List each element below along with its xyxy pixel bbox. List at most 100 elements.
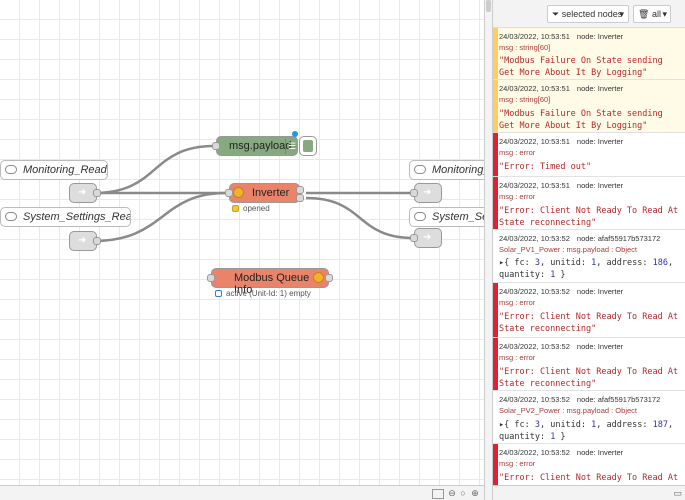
clear-dropdown[interactable]: 🗑 all▾: [633, 5, 671, 23]
node-label: msg.payload: [229, 140, 292, 152]
modbus-icon: [313, 272, 324, 283]
zoom-out-icon[interactable]: ⊖: [448, 488, 456, 498]
message-topic: msg : error: [499, 353, 536, 362]
zoom-reset-icon[interactable]: ○: [460, 488, 466, 498]
object-value-fc: 3: [534, 420, 540, 430]
debug-message[interactable]: 24/03/2022, 10:53:52 node: Inverter msg : …: [493, 338, 685, 391]
debug-toggle-button[interactable]: [299, 136, 317, 156]
message-node-link[interactable]: node: Inverter: [576, 32, 624, 41]
link-out-node-monitoring[interactable]: ➜: [410, 183, 442, 203]
popout-icon[interactable]: ▭: [673, 488, 682, 498]
comment-monitoring-read-in[interactable]: Monitoring_Read_In: [0, 160, 108, 180]
vertical-scrollbar[interactable]: [484, 0, 492, 500]
input-port[interactable]: [410, 234, 418, 242]
input-port[interactable]: [212, 142, 220, 150]
list-icon: ☰: [285, 139, 298, 154]
object-value-address: 186: [652, 258, 668, 268]
message-meta: 24/03/2022, 10:53:52 node: Inverter: [499, 342, 623, 351]
message-body: "Modbus Failure On State sending Get Mor…: [499, 109, 668, 131]
message-topic: msg : error: [499, 192, 536, 201]
output-port[interactable]: [325, 274, 333, 282]
link-in-node-monitoring[interactable]: ➜: [69, 183, 101, 203]
status-dot-icon: [232, 205, 239, 213]
node-label: Inverter: [252, 187, 290, 199]
filter-dropdown[interactable]: ⏷ selected nodes▾: [547, 5, 629, 23]
status-text: active (Unit-Id: 1) empty: [226, 289, 311, 298]
debug-node-msg-payload[interactable]: msg.payload ☰: [212, 136, 298, 156]
message-node-link[interactable]: node: afaf55917b573172: [576, 234, 661, 243]
workspace-footer: ⊖ ○ ⊕: [0, 485, 484, 500]
input-port[interactable]: [410, 189, 418, 197]
message-time: 24/03/2022, 10:53:51: [499, 84, 570, 93]
message-node-link[interactable]: node: Inverter: [576, 181, 624, 190]
message-topic: msg : string[60]: [499, 95, 551, 104]
wire-link-in-1-to-debug[interactable]: [93, 144, 215, 195]
output-port-2[interactable]: [296, 194, 304, 202]
modbus-icon: [233, 187, 244, 198]
wire-link-in-2-to-inverter[interactable]: [93, 191, 227, 243]
message-level-bar: [493, 444, 498, 488]
message-level-bar: [493, 177, 498, 229]
debug-sidebar: ⏷ selected nodes▾ 🗑 all▾ 24/03/2022, 10:…: [492, 0, 685, 500]
modbus-queue-info-node[interactable]: Modbus Queue Info: [207, 268, 333, 296]
message-node-link[interactable]: node: Inverter: [576, 287, 624, 296]
message-time: 24/03/2022, 10:53:52: [499, 342, 570, 351]
message-meta: 24/03/2022, 10:53:52 node: Inverter: [499, 448, 623, 457]
message-node-link[interactable]: node: Inverter: [576, 84, 624, 93]
input-port[interactable]: [225, 189, 233, 197]
node-label: Modbus Queue Info: [234, 272, 310, 296]
scroll-thumb[interactable]: [486, 0, 491, 12]
message-time: 24/03/2022, 10:53:52: [499, 287, 570, 296]
status-ring-icon: [215, 290, 222, 298]
link-arrow-icon: ➜: [78, 187, 87, 198]
flow-workspace[interactable]: Monitoring_Read_In System_Settings_Read_…: [0, 0, 484, 485]
message-meta: 24/03/2022, 10:53:51 node: Inverter: [499, 84, 623, 93]
filter-label: selected nodes: [561, 9, 623, 19]
comment-system-settings-out[interactable]: System_Settin: [409, 207, 484, 227]
map-icon[interactable]: [432, 489, 444, 499]
message-topic: Solar_PV2_Power : msg.payload : Object: [499, 406, 637, 415]
object-value-unitid: 1: [591, 258, 597, 268]
changed-indicator-icon: [292, 131, 298, 137]
message-node-link[interactable]: node: Inverter: [576, 342, 624, 351]
message-topic: msg : error: [499, 148, 536, 157]
output-port-1[interactable]: [296, 186, 304, 194]
debug-message[interactable]: 24/03/2022, 10:53:51 node: Inverter msg : …: [493, 80, 685, 133]
message-meta: 24/03/2022, 10:53:52 node: afaf55917b5731…: [499, 395, 660, 404]
message-object[interactable]: ▸{ fc: 3, unitid: 1, address: 187, quant…: [499, 420, 679, 442]
modbus-node-inverter[interactable]: Inverter: [225, 183, 304, 203]
output-port[interactable]: [93, 189, 101, 197]
debug-toolbar: ⏷ selected nodes▾ 🗑 all▾: [493, 0, 685, 28]
message-time: 24/03/2022, 10:53:52: [499, 395, 570, 404]
zoom-in-icon[interactable]: ⊕: [471, 488, 479, 498]
input-port[interactable]: [207, 274, 215, 282]
link-in-node-system-settings[interactable]: ➜: [69, 231, 101, 251]
message-node-link[interactable]: node: afaf55917b573172: [576, 395, 661, 404]
message-topic: msg : error: [499, 298, 536, 307]
message-topic: msg : string[60]: [499, 43, 551, 52]
link-out-node-system-settings[interactable]: ➜: [410, 228, 442, 248]
comment-monitoring-read-out[interactable]: Monitoring_Re: [409, 160, 484, 180]
message-node-link[interactable]: node: Inverter: [576, 448, 624, 457]
wire-inverter-to-link-out-2[interactable]: [305, 196, 415, 240]
object-value-quantity: 1: [550, 432, 556, 442]
comment-system-settings-read-in[interactable]: System_Settings_Read_In: [0, 207, 131, 227]
inverter-status: opened: [232, 204, 270, 213]
caret-down-icon: ▾: [662, 9, 667, 19]
message-object[interactable]: ▸{ fc: 3, unitid: 1, address: 186, quant…: [499, 258, 679, 280]
message-node-link[interactable]: node: Inverter: [576, 137, 624, 146]
output-port[interactable]: [93, 237, 101, 245]
message-topic: Solar_PV1_Power : msg.payload : Object: [499, 245, 637, 254]
comment-label: System_Settings_Read_In: [23, 211, 130, 223]
message-time: 24/03/2022, 10:53:52: [499, 448, 570, 457]
debug-message[interactable]: 24/03/2022, 10:53:52 node: Inverter msg : …: [493, 283, 685, 338]
debug-message[interactable]: 24/03/2022, 10:53:52 node: afaf55917b5731…: [493, 391, 685, 444]
